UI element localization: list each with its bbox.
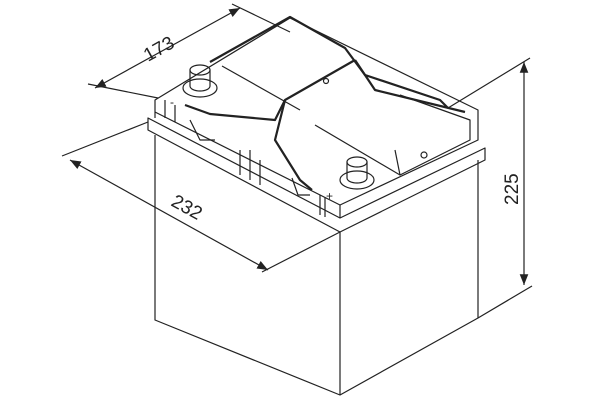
dimension-depth: 173 [87,3,291,99]
dimension-height: 225 [447,57,533,319]
dimension-length: 232 [61,121,341,273]
positive-terminal: + [326,156,375,203]
length-label: 232 [168,191,206,225]
negative-terminal-label: - [170,95,174,109]
battery-lid [147,15,486,233]
positive-terminal-label: + [326,189,333,203]
battery-body [154,135,479,396]
depth-label: 173 [140,33,178,67]
height-label: 225 [502,173,523,205]
